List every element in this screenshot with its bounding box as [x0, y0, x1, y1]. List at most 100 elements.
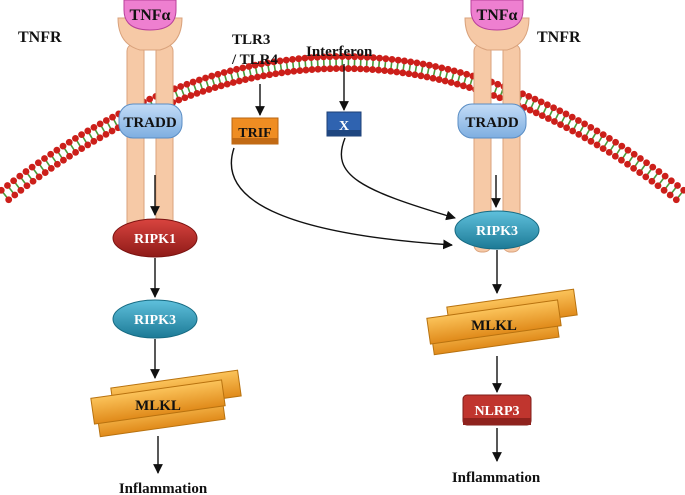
- membrane-lipid-head: [531, 95, 539, 103]
- membrane-lipid-head: [562, 110, 570, 118]
- membrane-lipid-head: [35, 173, 43, 181]
- membrane-lipid-head: [544, 115, 552, 122]
- nlrp3-label: NLRP3: [474, 404, 519, 419]
- membrane-lipid-head: [10, 177, 18, 185]
- tnfr-right-label: TNFR: [537, 29, 581, 46]
- membrane-lipid-head: [245, 63, 253, 70]
- membrane-lipid-head: [432, 63, 439, 70]
- membrane-lipid-head: [350, 65, 358, 73]
- ripk3-left-label: RIPK3: [134, 313, 176, 328]
- tnfr-left-receptor: [117, 17, 183, 253]
- membrane-lipid-head: [636, 155, 644, 162]
- membrane-lipid-head: [630, 150, 638, 158]
- membrane-lipid-head: [242, 76, 249, 83]
- membrane-lipid-head: [411, 71, 419, 79]
- membrane-lipid-head: [393, 68, 401, 76]
- membrane-lipid-head: [581, 134, 589, 142]
- membrane-lipid-head: [636, 169, 644, 176]
- membrane-lipid-head: [525, 93, 533, 100]
- membrane-lipid-head: [438, 64, 446, 72]
- membrane-lipid-head: [181, 94, 189, 102]
- mlkl-right-node: MLKL: [426, 288, 578, 356]
- membrane-lipid-head: [78, 145, 86, 153]
- membrane-lipid-head: [183, 80, 191, 88]
- membrane-lipid-head: [229, 79, 237, 86]
- membrane-lipid-head: [72, 148, 80, 156]
- membrane-lipid-head: [496, 94, 504, 102]
- membrane-lipid-head: [302, 66, 310, 74]
- ripk3-right-node: RIPK3: [454, 210, 540, 250]
- mlkl-left-label: MLKL: [135, 398, 181, 414]
- membrane-lipid-head: [313, 53, 321, 61]
- inflammation-left-label: Inflammation: [119, 481, 208, 495]
- membrane-lipid-head: [90, 137, 98, 145]
- membrane-lipid-head: [320, 65, 328, 73]
- membrane-lipid-head: [351, 53, 359, 61]
- membrane-lipid-head: [272, 70, 280, 78]
- membrane-lipid-head: [466, 84, 473, 91]
- membrane-lipid-head: [308, 66, 316, 73]
- tradd-right: TRADD: [457, 103, 527, 139]
- membrane-lipid-head: [344, 65, 352, 72]
- membrane-lipid-head: [102, 117, 110, 124]
- membrane-lipid-head: [537, 98, 545, 106]
- membrane-lipid-head: [248, 74, 255, 82]
- membrane-lipid-head: [193, 90, 201, 97]
- inflammation-right-label: Inflammation: [452, 470, 541, 486]
- membrane-lipid-head: [211, 84, 219, 91]
- membrane-lipid-head: [326, 65, 334, 73]
- cell-membrane: [0, 53, 685, 204]
- membrane-lipid-head: [568, 113, 576, 121]
- membrane-lipid-head: [674, 182, 681, 189]
- membrane-lipid-head: [357, 65, 364, 73]
- membrane-lipid-head: [569, 127, 577, 135]
- membrane-lipid-head: [202, 74, 209, 82]
- membrane-lipid-head: [526, 106, 534, 114]
- membrane-lipid-head: [457, 69, 464, 76]
- membrane-lipid-head: [557, 121, 564, 129]
- membrane-lipid-head: [233, 65, 240, 73]
- membrane-lipid-head: [407, 58, 415, 66]
- membrane-lipid-head: [345, 53, 352, 60]
- membrane-lipid-head: [494, 80, 502, 88]
- membrane-lipid-head: [270, 58, 278, 66]
- ripk3-left-node: RIPK3: [112, 299, 198, 339]
- membrane-lipid-head: [624, 146, 632, 154]
- membrane-lipid-head: [593, 127, 601, 135]
- membrane-lipid-head: [220, 69, 228, 76]
- membrane-lipid-head: [532, 109, 540, 117]
- membrane-lipid-head: [90, 123, 98, 131]
- x-label: X: [339, 119, 349, 134]
- membrane-lipid-head: [519, 90, 526, 98]
- tradd-left-label: TRADD: [123, 115, 177, 131]
- membrane-lipid-head: [618, 142, 626, 150]
- membrane-lipid-head: [16, 172, 24, 180]
- membrane-lipid-head: [146, 95, 154, 103]
- tnf-alpha-left: TNFα: [123, 0, 177, 31]
- membrane-lipid-head: [266, 71, 274, 79]
- membrane-lipid-head: [71, 134, 79, 142]
- membrane-lipid-head: [205, 86, 213, 93]
- membrane-lipid-head: [239, 64, 247, 72]
- membrane-lipid-head: [612, 138, 619, 146]
- tradd-left: TRADD: [118, 103, 183, 139]
- membrane-lipid-head: [666, 191, 674, 199]
- membrane-lipid-head: [419, 60, 427, 68]
- membrane-lipid-head: [587, 123, 595, 131]
- membrane-lipid-head: [47, 150, 55, 158]
- tnf-alpha-right: TNFα: [470, 0, 524, 31]
- membrane-lipid-head: [611, 152, 619, 160]
- membrane-lipid-head: [47, 164, 55, 172]
- membrane-lipid-head: [649, 163, 657, 171]
- membrane-lipid-head: [447, 79, 455, 86]
- membrane-lipid-head: [53, 146, 61, 154]
- membrane-lipid-head: [320, 53, 327, 61]
- membrane-lipid-head: [199, 87, 207, 95]
- membrane-lipid-head: [581, 120, 589, 128]
- ripk3-right-label: RIPK3: [476, 224, 518, 239]
- membrane-lipid-head: [387, 67, 395, 75]
- membrane-lipid-head: [680, 186, 685, 194]
- membrane-lipid-head: [624, 160, 631, 168]
